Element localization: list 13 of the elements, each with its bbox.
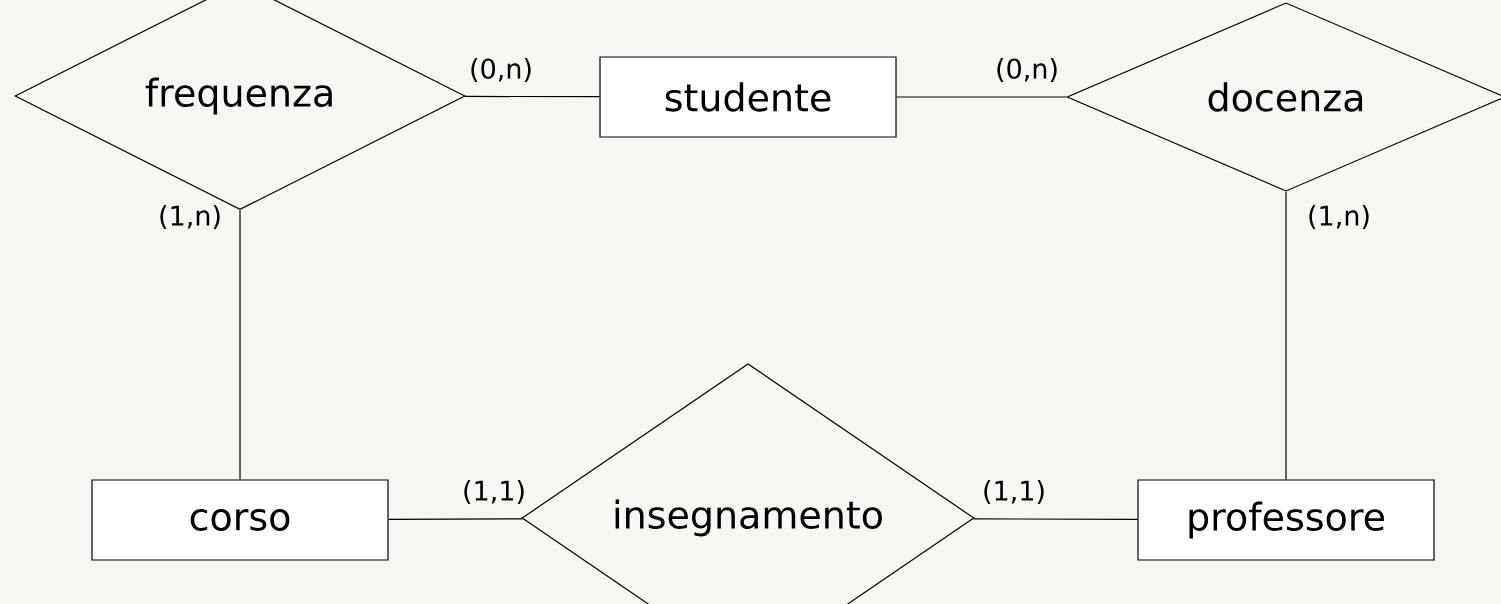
cardinality-label: (0,n) [994,56,1060,83]
relationship-line [239,209,241,480]
entity-box: professore [1137,479,1435,561]
relationship-line [896,96,1067,98]
entity-box: studente [599,56,897,138]
relationship-line [388,518,524,520]
relationship-line [1285,191,1287,480]
entity-box: corso [91,479,389,561]
relationship-line [972,518,1138,521]
cardinality-label: (0,n) [468,56,534,83]
cardinality-label: (1,1) [981,478,1047,505]
relationship-line [464,95,600,98]
cardinality-label: (1,n) [1306,203,1372,230]
